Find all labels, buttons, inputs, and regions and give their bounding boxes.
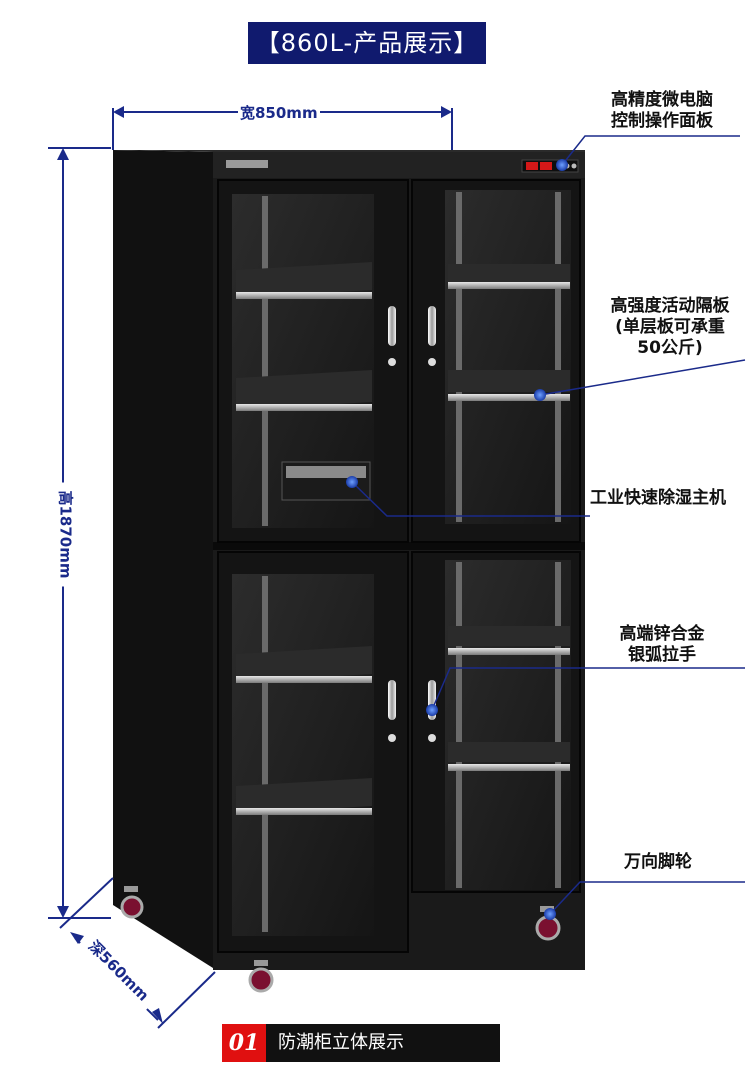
door-top-right[interactable] [411,179,581,543]
callout-shelf: 高强度活动隔板 (单层板可承重 50公斤) [610,296,730,358]
callout-casters: 万向脚轮 [624,852,692,872]
section-number-badge: 01 [222,1024,266,1062]
callout-leaders [351,135,746,915]
door-top-left[interactable] [217,179,409,543]
page-title: 【860L-产品展示】 [248,22,486,64]
callout-handle: 高端锌合金 银弧拉手 [619,624,705,665]
section-caption: 防潮柜立体展示 [278,1032,404,1053]
door-bottom-right[interactable] [411,551,581,893]
brand-logo [226,160,268,168]
width-dimension-label: 宽850mm [238,102,320,123]
height-dimension-label: 高1870mm [55,482,77,587]
section-footer: 01 防潮柜立体展示 [222,1024,500,1062]
callout-dehumidifier: 工业快速除湿主机 [590,488,726,508]
control-panel[interactable] [521,159,579,173]
door-bottom-left[interactable] [217,551,409,953]
callout-control-panel: 高精度微电脑 控制操作面板 [611,90,713,131]
shelves [236,262,570,815]
shelf-rails [262,192,561,932]
callout-markers [346,159,568,920]
